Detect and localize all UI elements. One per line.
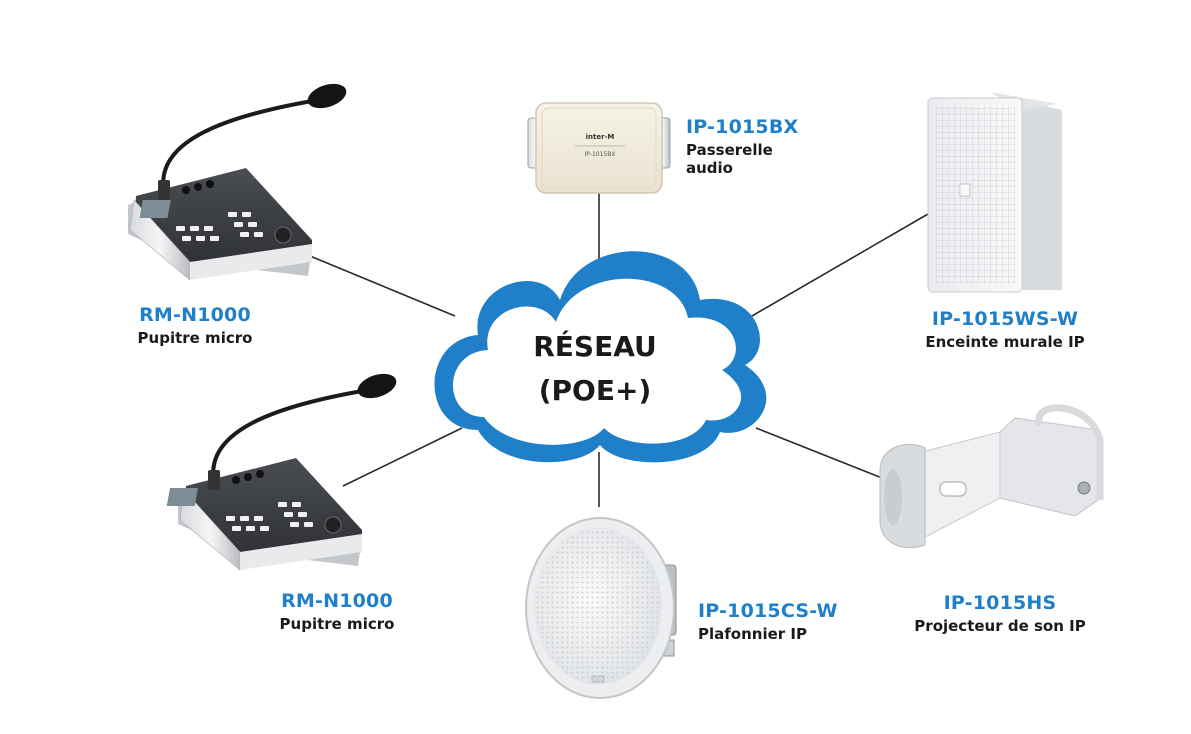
desk1-model: RM-N1000 — [139, 304, 251, 326]
gateway-label: IP-1015BX Passerelle audio — [686, 116, 798, 177]
link-desk2 — [342, 427, 463, 487]
ceiling-label: IP-1015CS-W Plafonnier IP — [698, 600, 838, 643]
desk2-model: RM-N1000 — [281, 590, 393, 612]
desk2-device-image — [166, 373, 397, 571]
desk2-label: RM-N1000 Pupitre micro — [262, 590, 412, 633]
desk1-desc: Pupitre micro — [137, 328, 253, 347]
gateway-desc-line1: Passerelle — [686, 140, 773, 159]
gateway-device-brand: inter-M — [586, 133, 615, 141]
ceiling-desc: Plafonnier IP — [698, 624, 807, 643]
ceiling-device-image — [525, 517, 677, 699]
gateway-device-caption: IP-1015BX — [585, 151, 616, 158]
wallspeaker-model: IP-1015WS-W — [931, 308, 1079, 330]
horn-desc: Projecteur de son IP — [914, 616, 1086, 635]
network-cloud — [434, 251, 767, 463]
horn-label: IP-1015HS Projecteur de son IP — [885, 592, 1115, 635]
desk1-device-image — [128, 83, 347, 281]
desk2-desc: Pupitre micro — [279, 614, 395, 633]
horn-model: IP-1015HS — [943, 592, 1057, 614]
wallspeaker-desc: Enceinte murale IP — [925, 332, 1085, 351]
link-horn — [755, 427, 883, 479]
network-cloud-label: RÉSEAU (POE+) — [470, 325, 720, 413]
gateway-desc-line2: audio — [686, 158, 733, 177]
link-desk1 — [309, 255, 456, 317]
network-cloud-line2: (POE+) — [538, 374, 652, 407]
link-wallspeaker — [744, 213, 929, 321]
connection-lines — [309, 193, 929, 507]
gateway-device-image: inter-M IP-1015BX — [527, 102, 671, 194]
horn-device-image — [879, 404, 1104, 549]
desk1-label: RM-N1000 Pupitre micro — [120, 304, 270, 347]
gateway-model: IP-1015BX — [686, 116, 799, 138]
wallspeaker-device-image — [927, 92, 1062, 293]
network-cloud-line1: RÉSEAU — [533, 330, 657, 363]
wallspeaker-label: IP-1015WS-W Enceinte murale IP — [900, 308, 1110, 351]
ceiling-model: IP-1015CS-W — [698, 600, 838, 622]
